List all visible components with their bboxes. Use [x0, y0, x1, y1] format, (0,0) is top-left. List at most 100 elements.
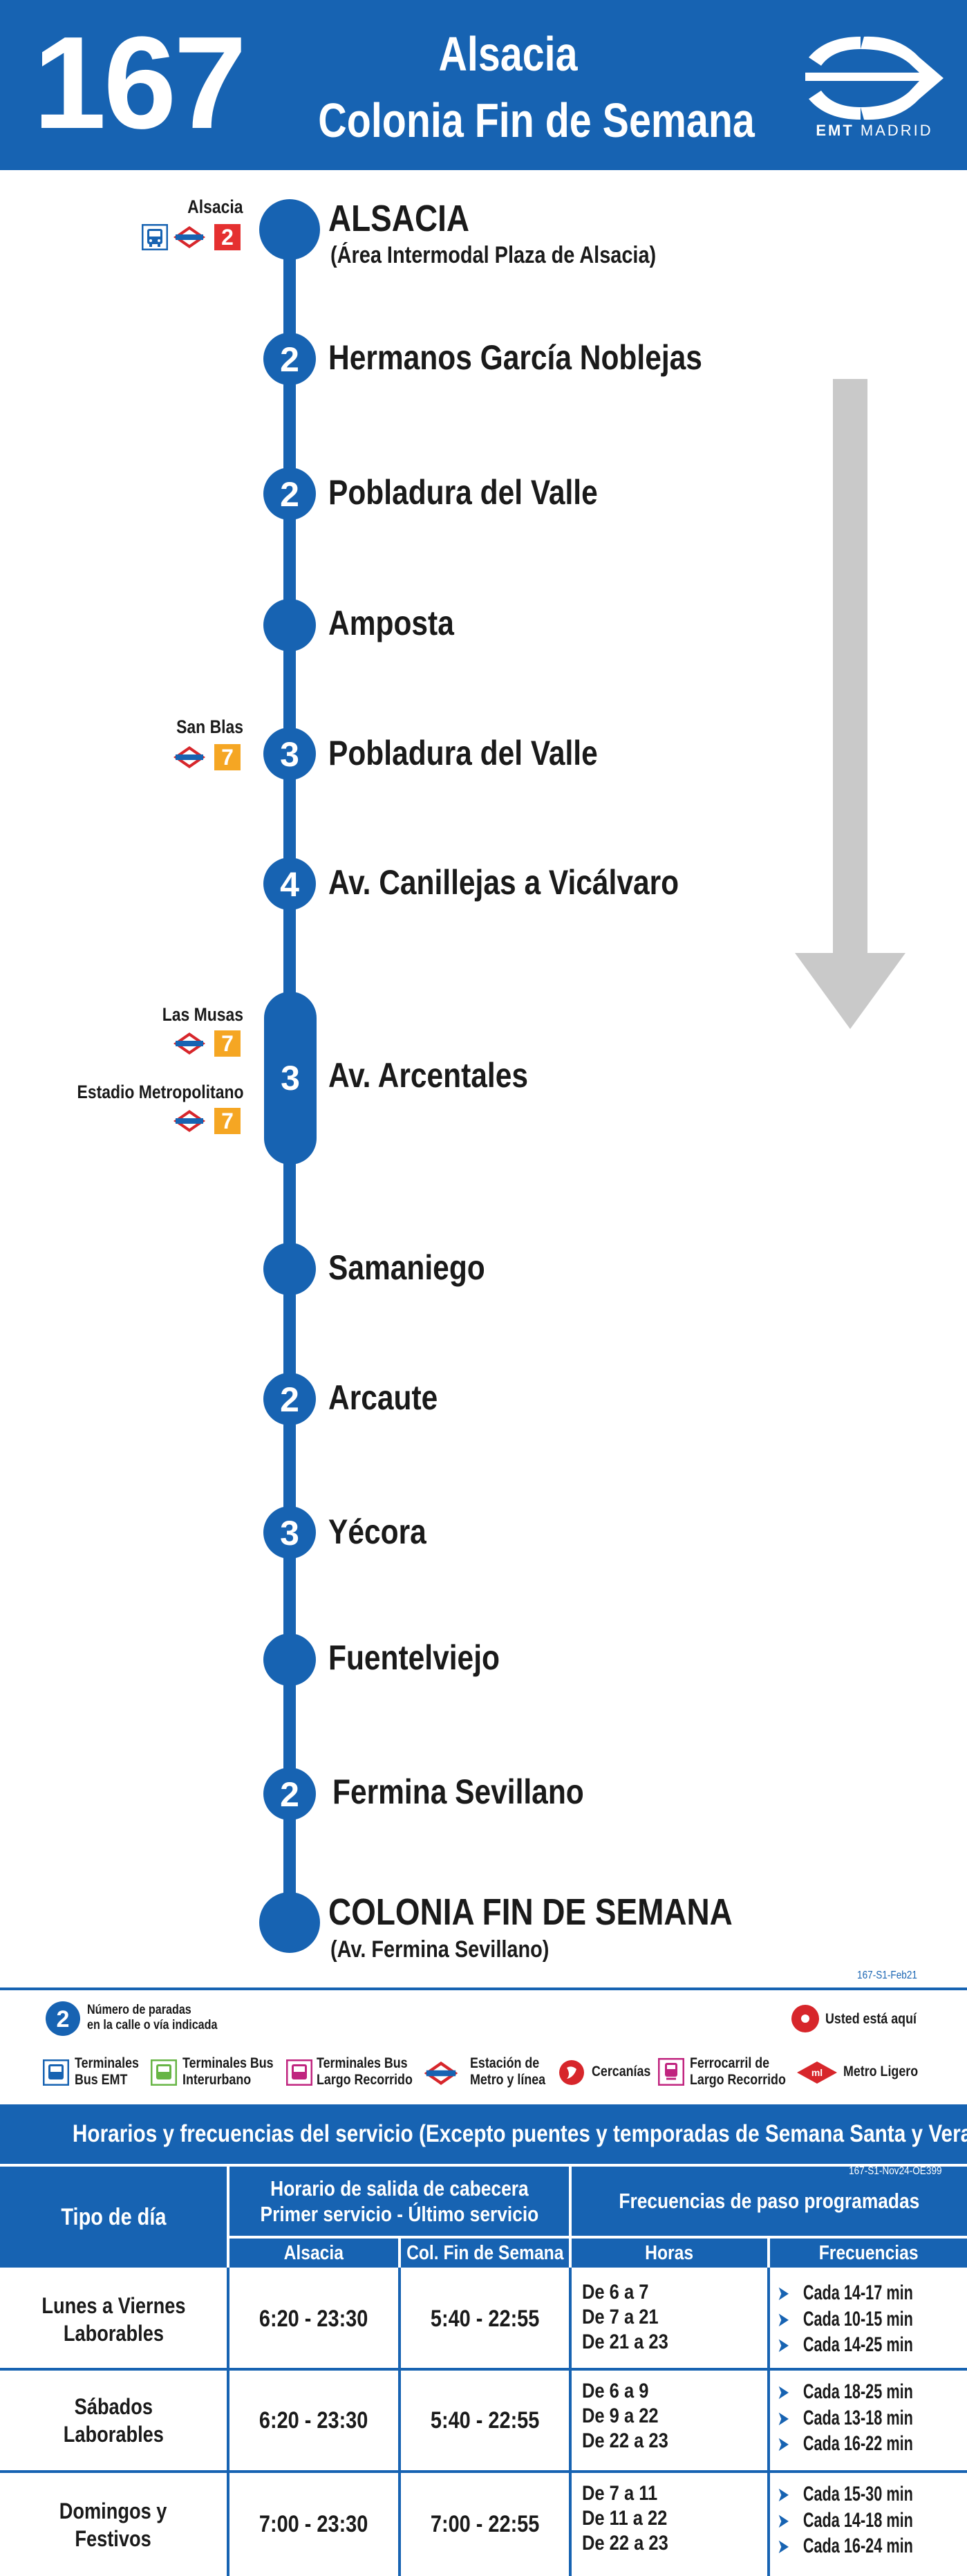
- line-number: 167: [33, 10, 247, 156]
- train-icon: [658, 2058, 684, 2086]
- metro-icon: [173, 1032, 205, 1055]
- table-divider: [767, 2268, 770, 2576]
- operator-wordmark: EMT MADRID: [816, 122, 933, 139]
- chevron-right-icon: ➤: [778, 2335, 789, 2355]
- metro-icon: [424, 2061, 458, 2085]
- stop-marker: [263, 1633, 316, 1686]
- table-cell-hours: De 6 a 7 De 7 a 21 De 21 a 23: [582, 2281, 668, 2353]
- route-header: 167 Alsacia Colonia Fin de Semana EMT MA…: [0, 0, 967, 170]
- connection-label: Estadio Metropolitano: [77, 1082, 243, 1102]
- svg-text:ml: ml: [811, 2067, 823, 2078]
- table-cell-destination: 7:00 - 22:55: [430, 2511, 540, 2538]
- stop-name: COLONIA FIN DE SEMANA: [328, 1891, 733, 1933]
- table-cell-day: Sábados Laborables: [63, 2394, 164, 2447]
- route-title: Alsacia Colonia Fin de Semana: [318, 21, 755, 154]
- schedule-version-code: 167-S1-Nov24-OE399: [849, 2165, 942, 2177]
- chevron-right-icon: ➤: [778, 2382, 789, 2402]
- divider: [0, 1987, 967, 1990]
- table-cell-origin: 6:20 - 23:30: [259, 2306, 368, 2333]
- metro-icon: [173, 1110, 205, 1132]
- metro-icon: [173, 226, 205, 248]
- table-cell-destination: 5:40 - 22:55: [430, 2407, 540, 2434]
- table-divider: [0, 2470, 967, 2473]
- table-cell-hours: De 7 a 11 De 11 a 22 De 22 a 23: [582, 2482, 668, 2555]
- version-code: 167-S1-Feb21: [857, 1970, 917, 1981]
- connection-label: Las Musas: [162, 1004, 243, 1025]
- chevron-right-icon: ➤: [778, 2308, 789, 2330]
- bus-terminal-icon: [142, 224, 168, 250]
- cercanias-icon: [559, 2060, 584, 2085]
- table-cell-day: Domingos y Festivos: [59, 2498, 167, 2551]
- stop-subtitle: (Av. Fermina Sevillano): [330, 1936, 550, 1963]
- table-cell-origin: 7:00 - 23:30: [259, 2511, 368, 2538]
- header-from-origin: Alsacia: [229, 2239, 398, 2268]
- stop-marker: 3: [263, 728, 316, 780]
- table-cell-frequencies: ➤Cada 15-30 min ➤Cada 14-18 min ➤Cada 16…: [778, 2483, 913, 2557]
- stop-name: Fuentelviejo: [328, 1638, 500, 1677]
- connection-label: San Blas: [176, 716, 243, 737]
- stop-marker: 3: [263, 1506, 316, 1559]
- legend-label: Ferrocarril de Largo Recorrido: [690, 2055, 786, 2088]
- stop-subtitle: (Área Intermodal Plaza de Alsacia): [330, 242, 657, 268]
- stop-name: Amposta: [328, 604, 454, 642]
- metro-line-badge: 7: [214, 1030, 241, 1057]
- stop-name: Hermanos García Noblejas: [328, 338, 702, 377]
- legend-label: Metro Ligero: [843, 2064, 919, 2079]
- stop-marker: 2: [263, 1373, 316, 1425]
- stop-name: Samaniego: [328, 1248, 485, 1287]
- chevron-right-icon: ➤: [778, 2484, 789, 2505]
- legend-label: Terminales Bus Largo Recorrido: [317, 2055, 413, 2088]
- table-cell-hours: De 6 a 9 De 9 a 22 De 22 a 23: [582, 2380, 668, 2452]
- table-divider: [569, 2268, 572, 2576]
- route-destination: Colonia Fin de Semana: [318, 93, 755, 147]
- metro-line-badge: 2: [214, 224, 241, 250]
- legend-stop-count-label: Número de paradas en la calle o vía indi…: [87, 2003, 218, 2032]
- table-divider: [227, 2268, 229, 2576]
- header-frequency: Frecuencias: [770, 2239, 967, 2268]
- chevron-right-icon: ➤: [778, 2283, 789, 2304]
- connection-label: Alsacia: [187, 196, 243, 217]
- stop-marker: [263, 1243, 316, 1295]
- route-origin: Alsacia: [438, 27, 578, 81]
- stop-marker: [263, 599, 316, 651]
- chevron-right-icon: ➤: [778, 2434, 789, 2454]
- stop-name: Fermina Sevillano: [332, 1772, 584, 1811]
- schedule-title: Horarios y frecuencias del servicio (Exc…: [72, 2120, 967, 2147]
- legend-label: Terminales Bus EMT: [75, 2055, 139, 2088]
- table-divider: [398, 2268, 401, 2576]
- legend-label: Cercanías: [592, 2064, 651, 2079]
- schedule-title-bar: Horarios y frecuencias del servicio (Exc…: [0, 2104, 967, 2167]
- you-are-here-label: Usted está aquí: [825, 2011, 917, 2027]
- stop-marker: 2: [263, 467, 316, 520]
- chevron-right-icon: ➤: [778, 2510, 789, 2531]
- light-rail-icon: ml: [797, 2061, 837, 2084]
- stop-name: Av. Canillejas a Vicálvaro: [328, 863, 679, 902]
- stop-name: Yécora: [328, 1512, 426, 1551]
- metro-line-badge: 7: [214, 744, 241, 770]
- stop-marker: 2: [263, 1768, 316, 1820]
- table-cell-frequencies: ➤Cada 14-17 min ➤Cada 10-15 min ➤Cada 14…: [778, 2281, 913, 2356]
- legend-label: Estación de Metro y línea: [470, 2055, 546, 2088]
- header-departure-times: Horario de salida de cabecera Primer ser…: [229, 2167, 569, 2236]
- legend-stop-count-icon: 2: [46, 2001, 80, 2036]
- chevron-right-icon: ➤: [778, 2536, 789, 2557]
- table-cell-day: Lunes a Viernes Laborables: [41, 2292, 186, 2346]
- stop-marker: 4: [263, 858, 316, 910]
- table-cell-destination: 5:40 - 22:55: [430, 2306, 540, 2333]
- stop-name: ALSACIA: [328, 198, 469, 239]
- stop-name: Arcaute: [328, 1378, 438, 1417]
- stop-name: Pobladura del Valle: [328, 734, 598, 772]
- stop-marker: 2: [263, 333, 316, 385]
- stop-marker-terminal: [259, 1892, 320, 1953]
- chevron-right-icon: ➤: [778, 2407, 789, 2429]
- table-divider: [0, 2368, 967, 2371]
- intercity-bus-icon: [151, 2059, 177, 2086]
- stop-marker-multi: 3: [264, 992, 317, 1165]
- long-distance-bus-icon: [286, 2059, 312, 2086]
- bus-terminal-icon: [43, 2059, 69, 2086]
- stop-name: Pobladura del Valle: [328, 473, 598, 512]
- header-frequencies: Frecuencias de paso programadas: [572, 2167, 967, 2236]
- stop-name: Av. Arcentales: [328, 1056, 528, 1095]
- direction-arrow-icon: [795, 379, 905, 1029]
- metro-icon: [173, 746, 205, 768]
